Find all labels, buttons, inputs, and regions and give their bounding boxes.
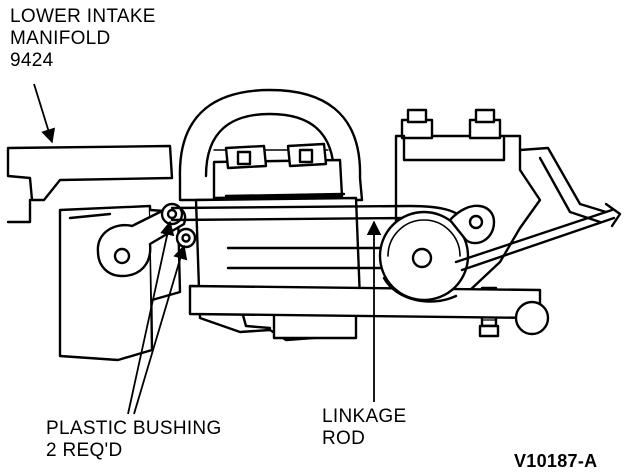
mounting-rail — [188, 284, 550, 336]
rod-label-line1: LINKAGE — [322, 406, 407, 427]
manifold-label-line1: LOWER INTAKE — [10, 6, 156, 27]
bushing-label-line2: 2 REQ'D — [46, 440, 123, 461]
right-throttle-cam — [378, 204, 496, 303]
manifold-label-line3: 9424 — [10, 50, 54, 71]
return-spring — [454, 202, 622, 272]
bushing-leader-1 — [127, 220, 175, 415]
manifold-label-line2: MANIFOLD — [10, 28, 111, 49]
bushing-label-line1: PLASTIC BUSHING — [46, 418, 222, 439]
rod-label-line2: ROD — [322, 428, 366, 449]
figure-reference: V10187-A — [514, 451, 598, 471]
manifold-leader — [33, 83, 56, 144]
rod-label: LINKAGE ROD — [322, 406, 406, 450]
bushing-leader-2 — [133, 244, 188, 415]
manifold-flange — [6, 144, 182, 362]
sensor-connector — [212, 142, 346, 200]
manifold-label: LOWER INTAKE MANIFOLD 9424 — [10, 6, 156, 72]
bushing-label: PLASTIC BUSHING 2 REQ'D — [46, 418, 222, 462]
